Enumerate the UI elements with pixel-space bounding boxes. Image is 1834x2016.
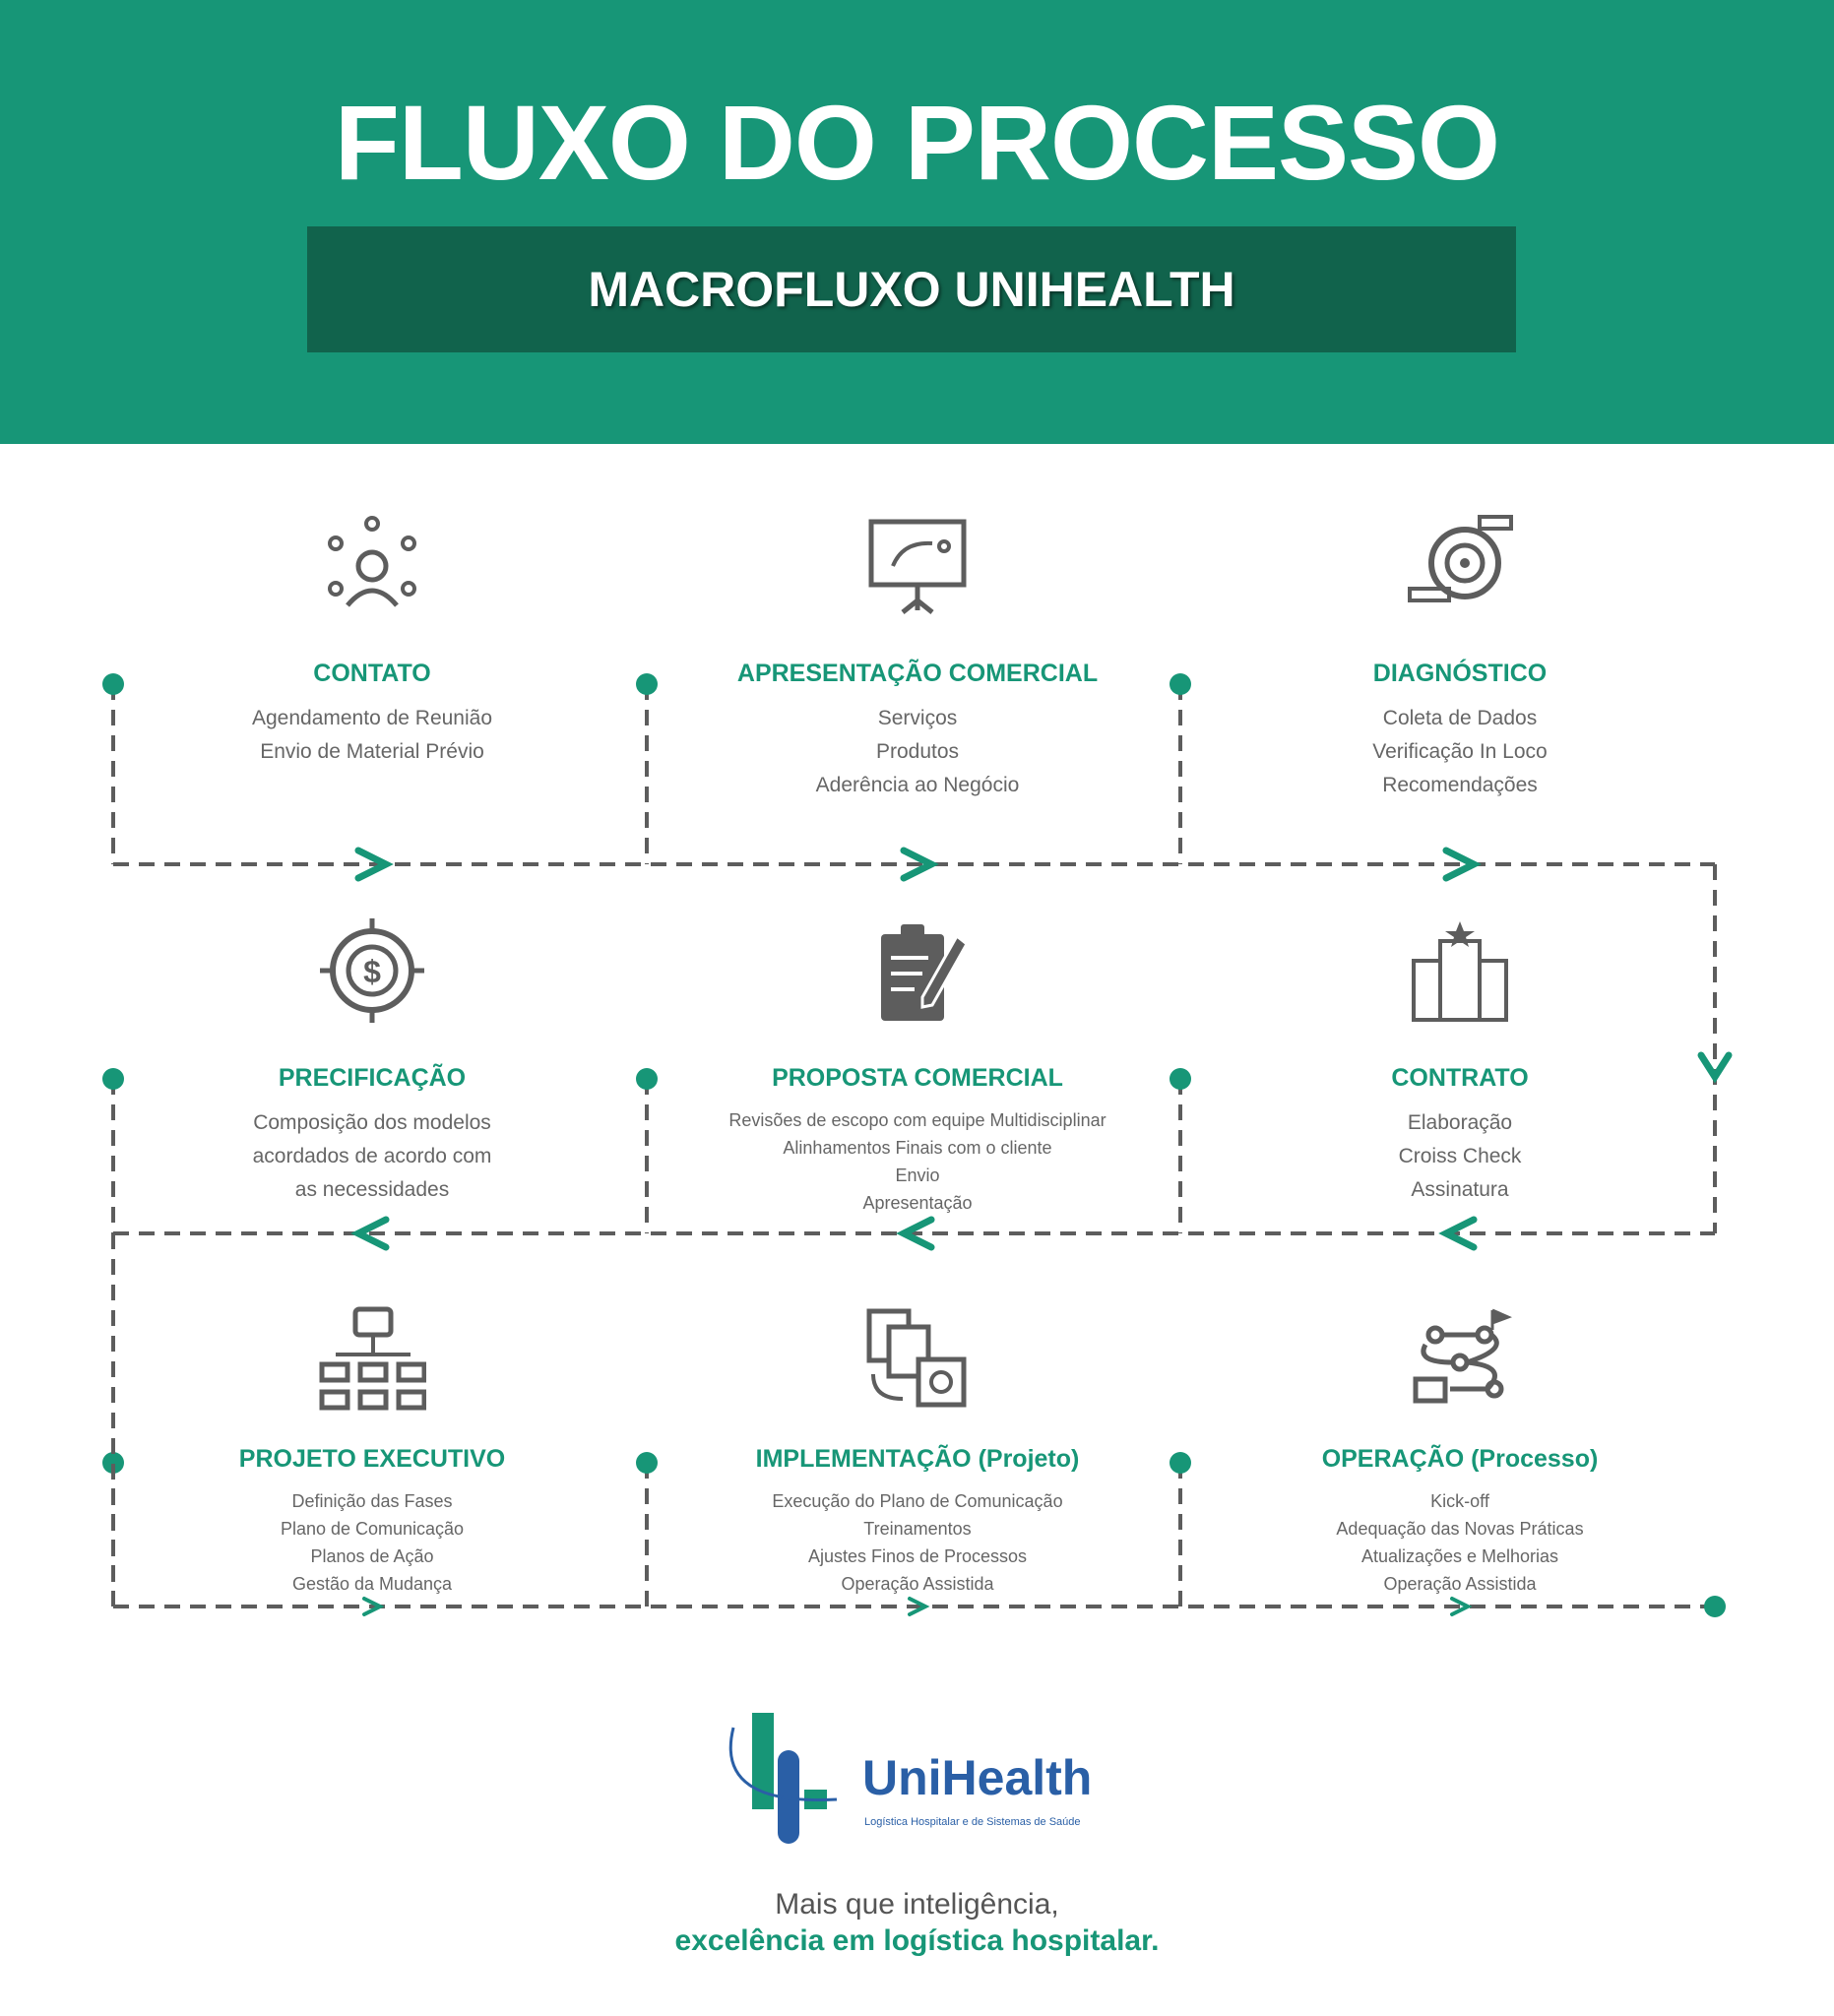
step-item: Aderência ao Negócio — [815, 774, 1020, 796]
documents-cycle-icon — [863, 1305, 972, 1414]
step-dot — [636, 1452, 658, 1474]
arrow-left-icon — [350, 1216, 390, 1251]
arrow-right-icon — [362, 1597, 385, 1616]
step-title: PROPOSTA COMERCIAL — [772, 1064, 1063, 1092]
step-item: Operação Assistida — [841, 1574, 994, 1594]
step-item: Definição das Fases — [291, 1491, 453, 1511]
step-item: Atualizações e Melhorias — [1360, 1546, 1559, 1566]
step-title: OPERAÇÃO (Processo) — [1321, 1445, 1599, 1473]
step-item: Ajustes Finos de Processos — [807, 1546, 1028, 1566]
step-5: PROPOSTA COMERCIAL Revisões de escopo com… — [662, 1064, 1173, 1217]
header-banner: FLUXO DO PROCESSO MACROFLUXO UNIHEALTH — [0, 0, 1834, 444]
step-dot — [102, 1452, 124, 1474]
svg-text:$: $ — [363, 954, 381, 989]
footer-line-1: Mais que inteligência, — [775, 1888, 1059, 1921]
step-title: IMPLEMENTAÇÃO (Projeto) — [755, 1445, 1080, 1473]
step-item: Envio de Material Prévio — [260, 740, 484, 763]
step-item: Revisões de escopo com equipe Multidisci… — [728, 1110, 1107, 1130]
networking-person-icon — [318, 512, 426, 620]
step-item: Treinamentos — [863, 1519, 972, 1539]
step-item: Adequação das Novas Práticas — [1336, 1519, 1584, 1539]
step-8: IMPLEMENTAÇÃO (Projeto) Execução do Plano… — [662, 1445, 1173, 1598]
end-dot — [1704, 1596, 1726, 1617]
arrow-left-icon — [1438, 1216, 1478, 1251]
step-item: Agendamento de Reunião — [251, 707, 493, 729]
logo-tagline: Logística Hospitalar e de Sistemas de Sa… — [864, 1816, 1081, 1828]
step-4: PRECIFICAÇÃO Composição dos modelos acorda… — [116, 1064, 628, 1207]
step-item: Operação Assistida — [1383, 1574, 1537, 1594]
step-item: acordados de acordo com — [252, 1145, 492, 1167]
step-title: PROJETO EXECUTIVO — [238, 1445, 506, 1473]
arrow-right-icon — [908, 1597, 930, 1616]
step-item: Kick-off — [1430, 1491, 1489, 1511]
route-flag-icon — [1406, 1305, 1514, 1414]
step-item: Gestão da Mudança — [291, 1574, 453, 1594]
step-dot — [1170, 673, 1191, 695]
step-item: Composição dos modelos — [253, 1111, 491, 1134]
step-dot — [1170, 1068, 1191, 1090]
step-item: as necessidades — [294, 1178, 450, 1201]
strategy-board-icon — [863, 512, 972, 620]
arrow-right-icon — [1450, 1597, 1473, 1616]
step-item: Execução do Plano de Comunicação — [772, 1491, 1063, 1511]
step-dot — [102, 673, 124, 695]
footer-line-2: excelência em logística hospitalar. — [674, 1924, 1160, 1957]
step-item: Alinhamentos Finais com o cliente — [783, 1138, 1052, 1158]
arrow-right-icon — [900, 847, 939, 882]
step-title: APRESENTAÇÃO COMERCIAL — [736, 660, 1099, 687]
arrow-left-icon — [896, 1216, 935, 1251]
clipboard-pen-icon — [863, 916, 972, 1025]
step-item: Coleta de Dados — [1382, 707, 1538, 729]
step-dot — [102, 1068, 124, 1090]
arrow-right-icon — [354, 847, 394, 882]
step-title: CONTATO — [313, 660, 431, 687]
dollar-target-icon: $ — [318, 916, 426, 1025]
subtitle: MACROFLUXO UNIHEALTH — [588, 262, 1235, 317]
step-item: Recomendações — [1382, 774, 1538, 796]
arrow-right-icon — [1442, 847, 1482, 882]
step-title: CONTRATO — [1391, 1064, 1529, 1092]
step-dot — [636, 1068, 658, 1090]
step-item: Verificação In Loco — [1372, 740, 1548, 763]
contract-documents-icon — [1406, 916, 1514, 1025]
arrow-down-icon — [1697, 1051, 1733, 1084]
step-title: DIAGNÓSTICO — [1372, 660, 1548, 687]
step-item: Croiss Check — [1398, 1145, 1522, 1167]
step-item: Elaboração — [1407, 1111, 1513, 1134]
org-chart-icon — [318, 1305, 427, 1414]
step-item: Serviços — [877, 707, 958, 729]
step-item: Planos de Ação — [310, 1546, 434, 1566]
page-title: FLUXO DO PROCESSO — [334, 83, 1500, 202]
step-item: Envio — [895, 1166, 940, 1185]
step-item: Apresentação — [862, 1193, 973, 1213]
step-title: PRECIFICAÇÃO — [278, 1064, 467, 1092]
unihealth-logo: UniHealth Logística Hospitalar e de Sist… — [719, 1713, 1132, 1851]
step-item: Assinatura — [1411, 1178, 1509, 1201]
step-dot — [636, 673, 658, 695]
step-item: Produtos — [875, 740, 960, 763]
step-item: Plano de Comunicação — [280, 1519, 465, 1539]
svg-text:UniHealth: UniHealth — [862, 1750, 1092, 1805]
target-diagnosis-icon — [1406, 512, 1514, 620]
subtitle-box: MACROFLUXO UNIHEALTH — [307, 226, 1516, 352]
step-dot — [1170, 1452, 1191, 1474]
